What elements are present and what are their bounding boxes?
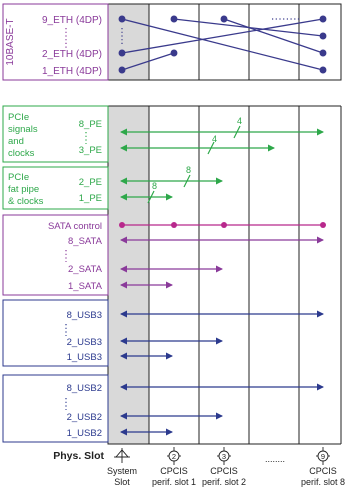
slot-number-icon [317,450,329,462]
eth-row-1: 1_ETH (4DP) [42,66,102,77]
usb3-box [2,299,109,367]
pcie-row-3: 3_PE [79,145,102,156]
pcie-row-1: 1_PE [79,193,102,204]
eth-crossover-links [118,15,327,74]
usb2-row-1: 1_USB2 [67,428,102,439]
eth-section: 10BASE-T 9_ETH (4DP) 2_ETH (4DP) 1_ETH (… [2,3,342,81]
phys-slot-label: Phys. Slot [53,450,104,462]
slot2-symbol: 3 [222,452,226,461]
main-columns [107,105,342,445]
system-slot-marker [114,448,130,463]
pcie-1-lane-count: 8 [152,181,157,191]
slot-footer: Phys. Slot System Slot 2 CPCIS perif. sl… [53,447,345,487]
system-slot-line2: Slot [114,477,130,487]
sata-row-2: 2_SATA [68,264,103,275]
usb3-row-2: 2_USB3 [67,337,102,348]
slot8-marker: 9 [316,447,330,465]
usb2-block: 8_USB2 2_USB2 1_USB2 [2,374,324,443]
pcie-fat-box [2,166,109,210]
slot2-line2: perif. slot 2 [202,477,246,487]
slot1-column-top [148,3,200,81]
slot1-symbol: 2 [172,452,176,461]
system-slot-column [107,105,150,445]
pcie-signals-title-3: and [8,136,24,147]
eth-label-box [2,3,109,81]
slots-ellipsis: ........ [265,454,285,464]
slot1-marker: 2 [167,447,181,465]
slot1-line1: CPCIS [160,466,188,476]
pcie-signals-box [2,105,109,163]
pcie-3-lane-count: 4 [212,134,217,144]
slot8-column-top [298,3,342,81]
pcie-fat-block: PCIe fat pipe & clocks 2_PE 1_PE 8 8 [2,165,223,210]
pcie-fat-title-3: & clocks [8,196,44,207]
sata-block: SATA control 8_SATA 2_SATA 1_SATA [2,214,326,296]
system-slot-column-top [107,3,150,81]
sata-control-label: SATA control [48,221,102,232]
slot8-line1: CPCIS [309,466,337,476]
pcie-signals-title-1: PCIe [8,112,29,123]
usb2-row-2: 2_USB2 [67,412,102,423]
pcie-fat-title-1: PCIe [8,172,29,183]
usb3-block: 8_USB3 2_USB3 1_USB3 [2,299,324,367]
slot2-line1: CPCIS [210,466,238,476]
slot2-column-top [198,3,250,81]
eth-row-2: 2_ETH (4DP) [42,49,102,60]
pcie-row-8: 8_PE [79,119,102,130]
sata-row-8: 8_SATA [68,236,103,247]
slot8-symbol: 9 [321,452,325,461]
sata-box [2,214,109,296]
pcie-8-lane-count: 4 [237,116,242,126]
system-slot-line1: System [107,466,137,476]
pcie-signals-title-2: signals [8,124,38,135]
sata-control-bus [119,222,326,228]
usb2-box [2,374,109,443]
slot2-marker: 3 [217,447,231,465]
pcie-fat-title-2: fat pipe [8,184,39,195]
slot8-line2: perif. slot 8 [301,477,345,487]
slot-number-icon [168,450,180,462]
pcie-signals-block: PCIe signals and clocks 8_PE 3_PE 4 4 [2,105,324,163]
usb2-row-8: 8_USB2 [67,383,102,394]
usb3-row-8: 8_USB3 [67,310,102,321]
pcie-row-2: 2_PE [79,177,102,188]
eth-group-label: 10BASE-T [5,18,16,65]
slot1-line2: perif. slot 1 [152,477,196,487]
sata-row-1: 1_SATA [68,281,103,292]
usb3-row-1: 1_USB3 [67,352,102,363]
pcie-2-lane-count: 8 [186,165,191,175]
slot-number-icon [218,450,230,462]
eth-row-9: 9_ETH (4DP) [42,15,102,26]
pcie-signals-title-4: clocks [8,148,35,159]
